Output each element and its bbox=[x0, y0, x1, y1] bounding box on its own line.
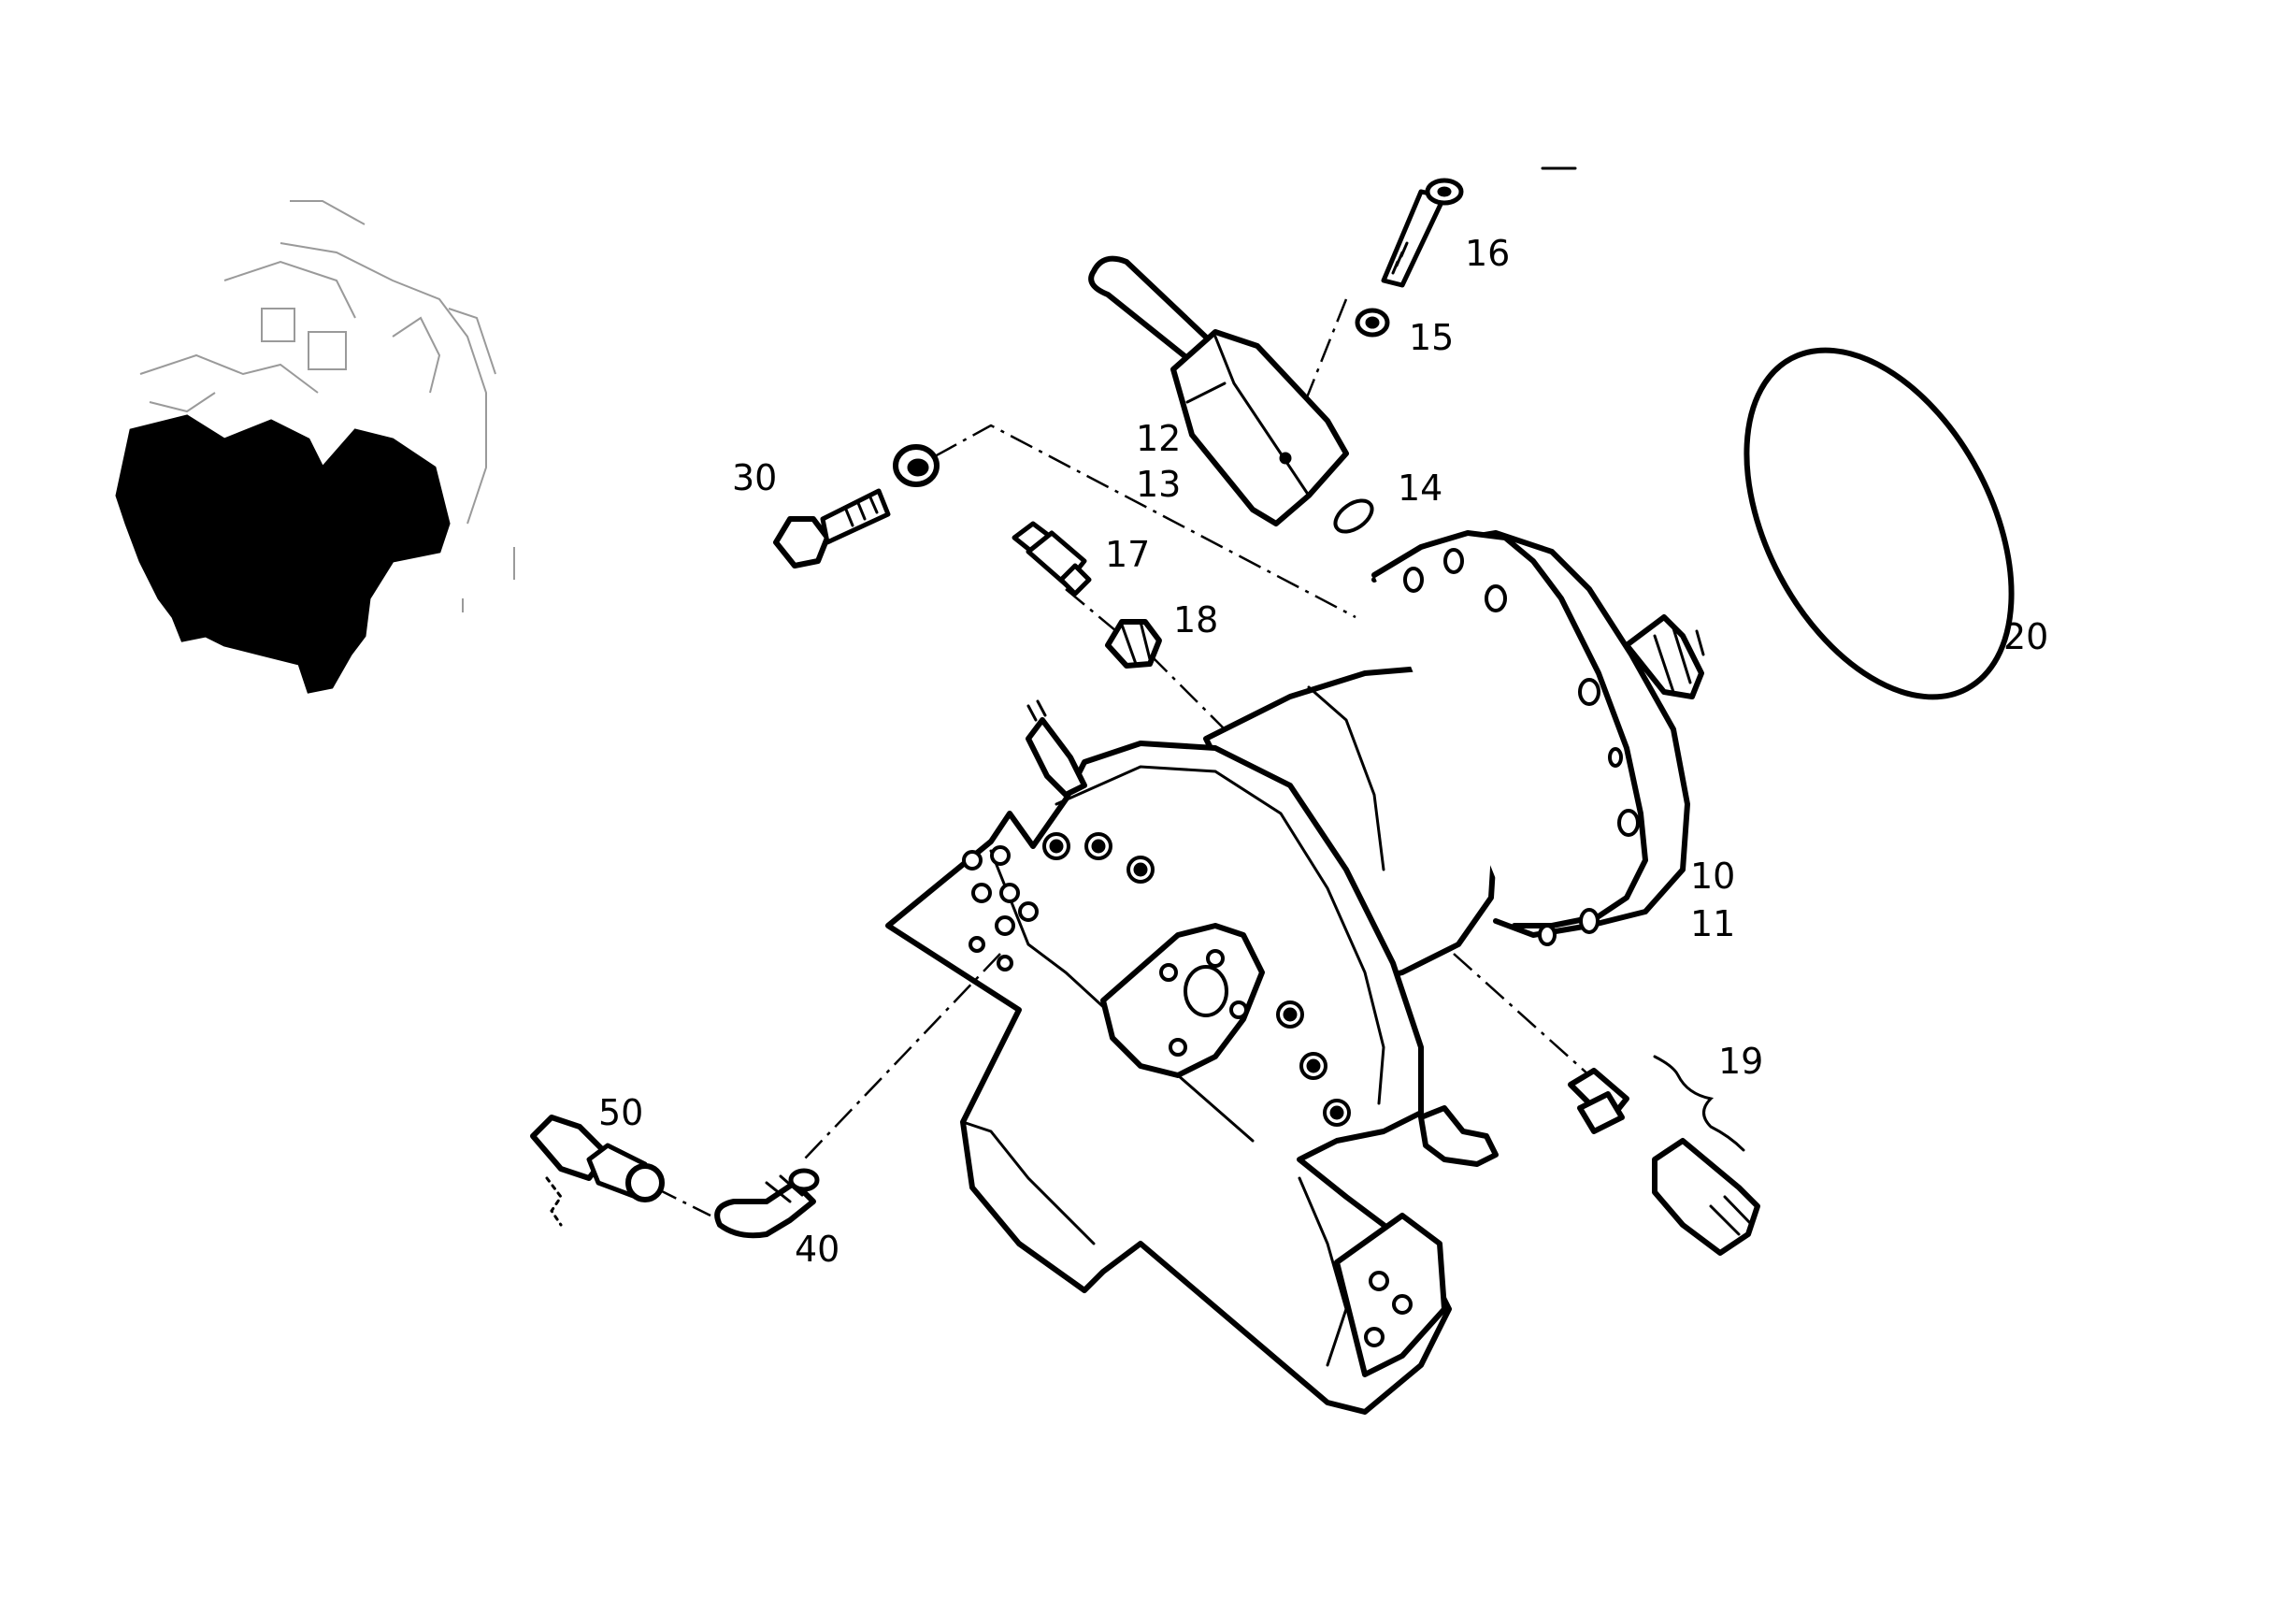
assembly-leader-lines bbox=[653, 298, 1590, 1217]
callout-16: 16 bbox=[1465, 233, 1510, 274]
callout-17: 17 bbox=[1105, 534, 1150, 575]
callout-10: 10 bbox=[1690, 856, 1735, 897]
sender-body bbox=[1652, 1138, 1760, 1256]
actuator-body bbox=[1170, 329, 1349, 526]
side-fitting bbox=[1418, 1105, 1499, 1167]
part-15-washer bbox=[1355, 308, 1390, 338]
housing-end-face bbox=[1334, 1213, 1447, 1377]
callout-15: 15 bbox=[1409, 317, 1454, 358]
part-20-o-ring bbox=[1744, 347, 2015, 700]
flange-bolt-holes bbox=[1403, 548, 1640, 946]
part-19-sender bbox=[1568, 1055, 1760, 1256]
valve-block-ports bbox=[1042, 832, 1351, 1127]
thumbnail-highlighted-part bbox=[115, 414, 451, 694]
callout-14: 14 bbox=[1398, 468, 1442, 509]
part-17-pressure-switch bbox=[1012, 521, 1092, 597]
housing-rear-gear bbox=[1624, 614, 1704, 699]
side-face-holes bbox=[962, 845, 1039, 972]
callout-50: 50 bbox=[598, 1092, 643, 1133]
callout-18: 18 bbox=[1173, 599, 1218, 640]
callout-12: 12 bbox=[1136, 418, 1181, 459]
callout-labels: 16 15 12 13 14 30 17 18 20 10 11 19 50 4… bbox=[598, 233, 2048, 1270]
callout-30: 30 bbox=[732, 457, 777, 498]
thumbnail-ghost-outline bbox=[139, 200, 515, 612]
main-housing bbox=[885, 530, 1705, 1415]
part-16-cap-screw bbox=[1381, 178, 1464, 288]
callout-13: 13 bbox=[1136, 464, 1181, 505]
callout-11: 11 bbox=[1690, 903, 1735, 944]
housing-cylinder-seam bbox=[1307, 685, 1385, 871]
callout-19: 19 bbox=[1718, 1041, 1763, 1082]
part-18-plug bbox=[1105, 619, 1162, 669]
part-12-13-actuator bbox=[1088, 255, 1349, 526]
callout-40: 40 bbox=[795, 1229, 839, 1270]
part-40-elbow-fitting bbox=[714, 1168, 820, 1239]
part-30-washer bbox=[893, 444, 940, 487]
valve-block-face bbox=[1055, 765, 1385, 1105]
part-14-o-ring bbox=[1333, 498, 1374, 534]
part-50-hose-connector bbox=[530, 1115, 665, 1227]
assembly-locator-thumbnail bbox=[115, 200, 515, 694]
part-19-brace bbox=[1653, 1055, 1745, 1152]
callout-20: 20 bbox=[2003, 616, 2048, 657]
housing-front-flange bbox=[1371, 530, 1648, 928]
part-30-hex-bolt bbox=[773, 488, 891, 569]
top-vent-fitting bbox=[1026, 717, 1087, 798]
